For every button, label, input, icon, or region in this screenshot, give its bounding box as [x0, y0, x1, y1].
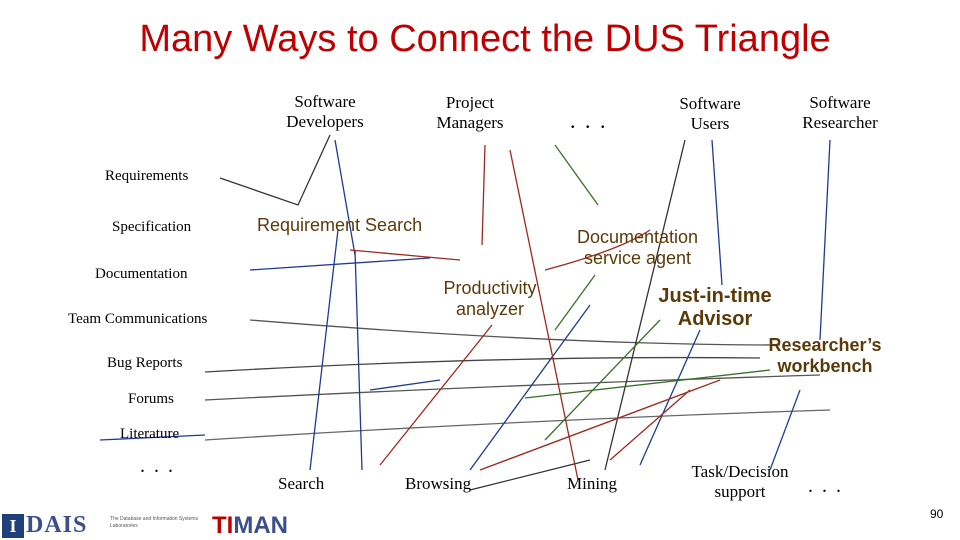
- line-search-center: [369, 379, 441, 391]
- data-documentation: Documentation: [95, 266, 188, 282]
- line-requirements-developers: [219, 134, 331, 206]
- tool-documentation-agent: Documentation service agent: [555, 227, 720, 268]
- workbench-line1: Researcher’s: [768, 335, 882, 355]
- data-literature: Literature: [120, 426, 180, 442]
- doc-agent-line2: service agent: [583, 247, 692, 268]
- line-literature-right: [204, 409, 831, 441]
- service-mining: Mining: [567, 474, 618, 493]
- timan-logo-ti: TI: [212, 512, 234, 539]
- line-dots-agent: [554, 144, 599, 206]
- line-users-mining: [604, 139, 686, 471]
- users-line1: Software: [679, 94, 741, 113]
- line-managers-down: [481, 144, 486, 246]
- users-researcher: Software Researcher: [780, 93, 900, 132]
- page-number: 90: [930, 507, 944, 521]
- line-agent-browse: [469, 304, 591, 471]
- line-jit-mining: [544, 319, 661, 441]
- line-documentation: [249, 257, 431, 271]
- task-line1: Task/Decision: [691, 462, 789, 481]
- line-developers-down: [334, 139, 356, 256]
- line-agent-mining: [554, 274, 596, 331]
- tool-productivity-analyzer: Productivity analyzer: [420, 278, 560, 319]
- line-doc-task: [544, 229, 651, 271]
- line-bugs-right: [204, 356, 761, 373]
- tool-requirement-search: Requirement Search: [257, 215, 423, 235]
- data-specification: Specification: [112, 219, 192, 235]
- service-search: Search: [278, 474, 325, 493]
- service-task-support: Task/Decision support: [675, 462, 805, 501]
- line-forums-right: [204, 374, 821, 401]
- data-requirements: Requirements: [105, 168, 189, 184]
- users-developers: Software Developers: [270, 92, 380, 131]
- line-tool-cross: [479, 379, 721, 471]
- jit-line2: Advisor: [677, 308, 753, 330]
- timan-logo-rest: MAN: [233, 512, 288, 539]
- jit-line1: Just-in-time: [658, 285, 772, 307]
- researcher-line2: Researcher: [802, 112, 878, 132]
- timan-logo: TIMAN: [212, 512, 288, 540]
- researcher-line1: Software: [809, 93, 871, 112]
- productivity-line1: Productivity: [443, 278, 537, 298]
- productivity-line2: analyzer: [455, 298, 525, 319]
- data-team-communications: Team Communications: [68, 311, 208, 327]
- dais-logo-subtitle: The Database and Information Systems Lab…: [110, 516, 199, 529]
- service-browsing: Browsing: [405, 474, 472, 493]
- line-managers-prod: [509, 149, 579, 481]
- users-software-users: Software Users: [655, 94, 765, 133]
- users-dots: . . .: [570, 108, 608, 133]
- data-forums: Forums: [128, 391, 174, 407]
- managers-line1: Project: [445, 93, 495, 112]
- line-task-left: [639, 329, 701, 466]
- data-dots: . . .: [140, 455, 175, 477]
- services-dots: . . .: [808, 475, 843, 497]
- line-spec-down: [309, 229, 339, 471]
- slide-title: Many Ways to Connect the DUS Triangle: [139, 18, 831, 60]
- line-task-right: [769, 389, 801, 471]
- tool-researchers-workbench: Researcher’s workbench: [755, 335, 895, 376]
- users-managers: Project Managers: [415, 93, 525, 132]
- tool-just-in-time-advisor: Just-in-time Advisor: [635, 285, 795, 331]
- workbench-line2: workbench: [777, 355, 873, 376]
- line-req-down: [349, 249, 461, 261]
- developers-line1: Software: [294, 92, 356, 111]
- task-line2: support: [714, 481, 766, 501]
- dais-logo: DAIS: [26, 512, 88, 538]
- users-line2: Users: [690, 113, 730, 133]
- line-doc-search: [354, 249, 363, 471]
- line-users-down: [711, 139, 723, 286]
- dais-i-logo: I: [2, 514, 24, 538]
- line-researcher-down: [819, 139, 831, 341]
- line-literature-left: [99, 434, 206, 441]
- line-team-right: [249, 319, 781, 346]
- line-tool-cross2: [609, 389, 691, 461]
- line-browsing-right: [469, 459, 591, 491]
- managers-line2: Managers: [436, 112, 504, 132]
- line-prod-down: [379, 324, 493, 466]
- developers-line2: Developers: [286, 111, 364, 131]
- doc-agent-line1: Documentation: [576, 227, 699, 247]
- data-bug-reports: Bug Reports: [107, 355, 183, 371]
- line-workbench-left: [524, 369, 771, 399]
